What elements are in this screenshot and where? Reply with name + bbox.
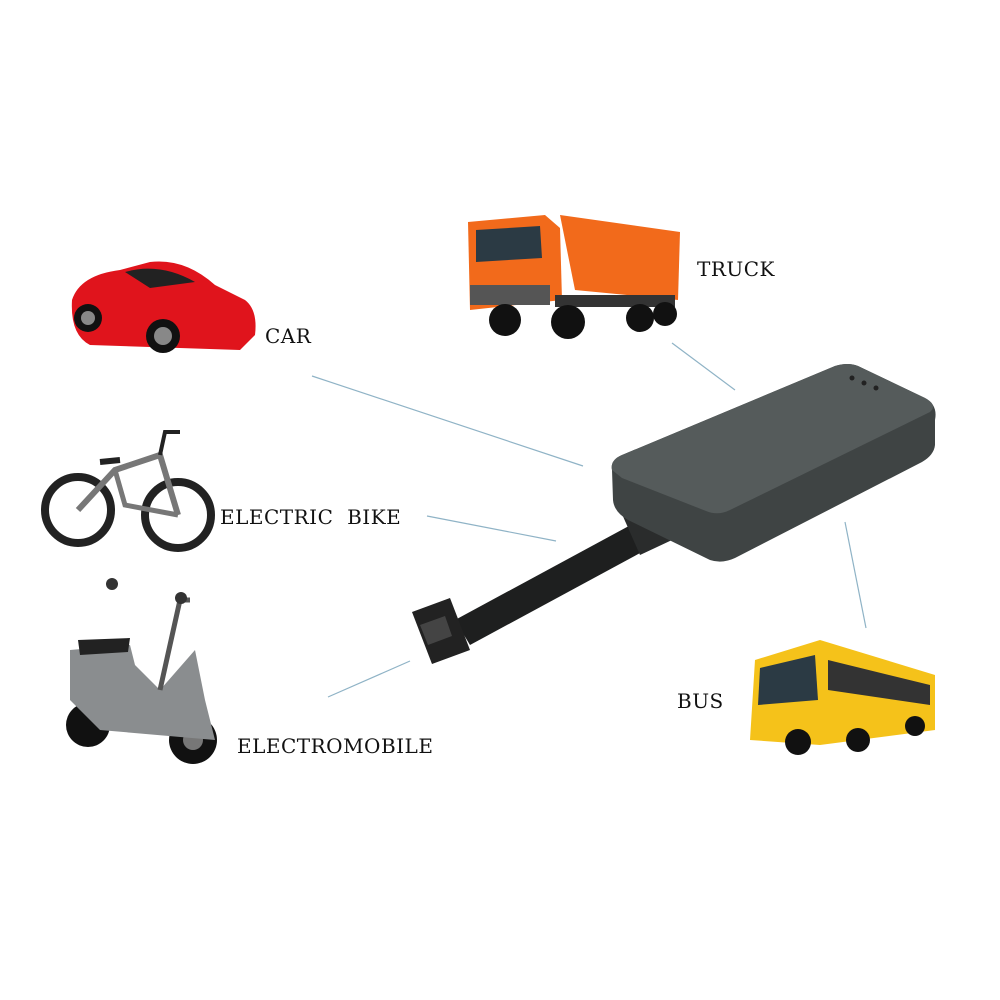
label-electric-bike: ELECTRIC BIKE bbox=[220, 505, 402, 529]
label-truck: TRUCK bbox=[697, 257, 775, 281]
truck-icon bbox=[468, 215, 680, 339]
label-electromobile: ELECTROMOBILE bbox=[237, 734, 434, 758]
truck-connector-line bbox=[671, 342, 736, 391]
electric-bike-icon bbox=[41, 430, 215, 552]
label-car: CAR bbox=[265, 324, 312, 348]
gps-tracker-device-icon bbox=[412, 364, 936, 664]
electric-scooter-icon bbox=[66, 578, 217, 764]
car-icon bbox=[71, 261, 256, 353]
label-bus: BUS bbox=[677, 689, 724, 713]
bus-connector-line bbox=[844, 521, 867, 629]
bike-connector-line bbox=[426, 515, 557, 542]
car-connector-line bbox=[311, 375, 584, 467]
bus-icon bbox=[750, 640, 935, 755]
electromobile-connector-line bbox=[327, 660, 411, 698]
